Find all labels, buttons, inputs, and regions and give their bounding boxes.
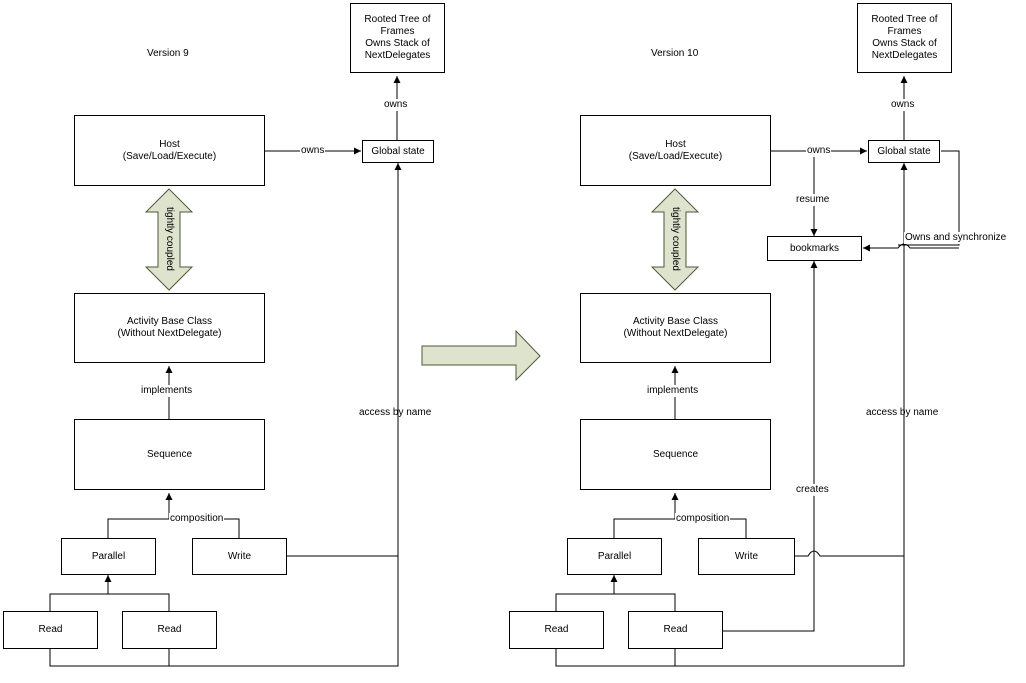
label-implements-v9: implements [140,385,194,397]
sequence-box-v9: Sequence [74,419,265,490]
label-implements-v10: implements [646,385,700,397]
label-owns-host-v10: owns [806,145,832,157]
edge-reads-branch-v9 [49,593,170,611]
host-box-v9: Host (Save/Load/Execute) [74,115,265,186]
read-box-1-v10: Read [509,611,604,649]
parallel-box-v9: Parallel [61,538,156,575]
label-composition-v10: composition [675,513,731,525]
rooted-tree-box-v10: Rooted Tree of Frames Owns Stack of Next… [857,3,952,73]
edge-access-by-name-v9 [49,163,402,667]
version-9-title: Version 9 [147,48,189,59]
write-box-v10: Write [698,538,795,575]
write-box-v9: Write [192,538,287,575]
label-owns-top-v10: owns [890,99,916,111]
edge-globalstate-bookmarks-v10 [898,150,960,246]
label-access-by-name-v10: access by name [866,407,939,418]
global-state-box-v10: Global state [868,140,940,163]
read-box-2-v10: Read [628,611,723,649]
sequence-box-v10: Sequence [580,419,771,490]
label-composition-v9: composition [169,513,225,525]
tightly-coupled-double-arrow-v10 [650,188,700,291]
label-access-by-name-v9: access by name [359,407,432,418]
global-state-box-v9: Global state [362,140,434,163]
label-owns-and-synchronize-v10: Owns and synchronize [904,232,1008,244]
rooted-tree-box-v9: Rooted Tree of Frames Owns Stack of Next… [350,3,445,73]
edge-write-to-bus-v10 [795,550,904,557]
bookmarks-box-v10: bookmarks [767,236,862,261]
activity-base-box-v9: Activity Base Class (Without NextDelegat… [74,293,265,363]
transition-arrow [421,329,541,382]
parallel-box-v10: Parallel [567,538,662,575]
tightly-coupled-double-arrow-v9 [144,188,194,291]
edge-reads-branch-v10 [555,593,676,611]
label-owns-host-v9: owns [300,145,326,157]
label-tightly-coupled-v10: tightly coupled [670,207,681,271]
read-box-2-v9: Read [122,611,217,649]
label-tightly-coupled-v9: tightly coupled [164,207,175,271]
edge-access-by-name-v10 [555,163,908,667]
host-box-v10: Host (Save/Load/Execute) [580,115,771,186]
activity-base-box-v10: Activity Base Class (Without NextDelegat… [580,293,771,363]
read-box-1-v9: Read [3,611,98,649]
edge-read-bookmarks-creates-v10 [723,261,818,632]
label-resume-v10: resume [795,194,831,206]
label-creates-v10: creates [795,484,830,496]
version-10-title: Version 10 [651,48,699,59]
label-owns-top-v9: owns [383,99,409,111]
